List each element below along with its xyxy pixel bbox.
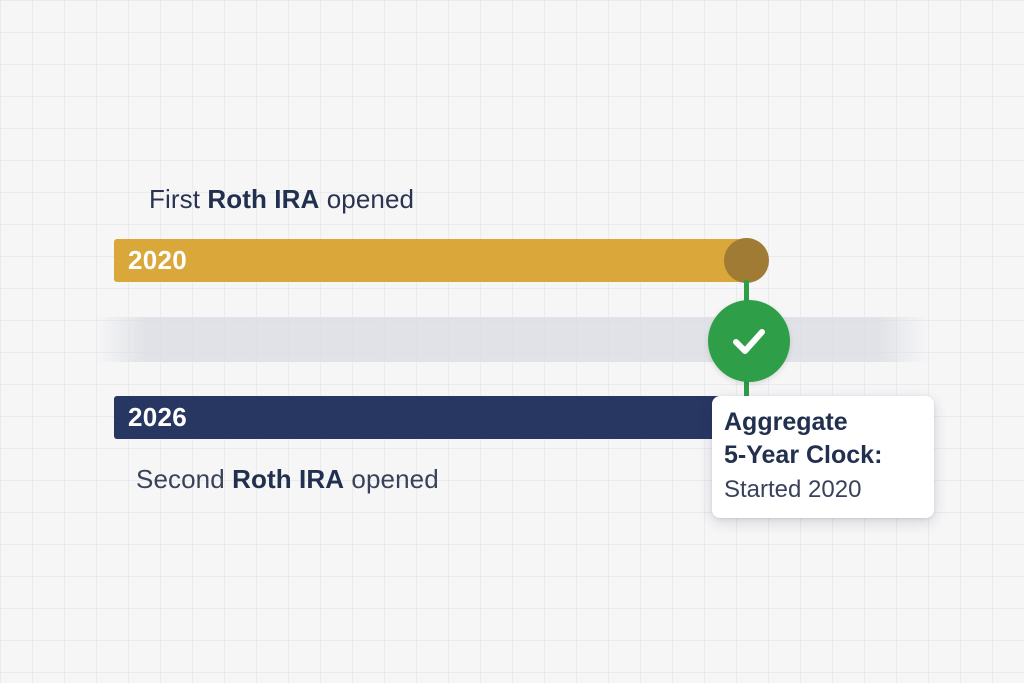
card-title-line1: Aggregate (724, 408, 848, 436)
timeline-band (96, 317, 928, 362)
first-roth-caption: First Roth IRA opened (149, 184, 414, 215)
first-bar-end-dot (724, 238, 769, 283)
check-badge (708, 300, 790, 382)
first-caption-prefix: First (149, 184, 208, 214)
card-status: Started 2020 (724, 476, 862, 503)
first-roth-bar: 2020 (114, 239, 768, 282)
first-roth-year: 2020 (128, 245, 188, 275)
first-caption-suffix: opened (319, 184, 415, 214)
second-roth-caption: Second Roth IRA opened (136, 464, 439, 495)
first-caption-bold: Roth IRA (207, 184, 320, 214)
card-title-line2: 5-Year Clock: (724, 441, 883, 469)
aggregate-clock-card: Aggregate 5-Year Clock: Started 2020 (712, 396, 934, 518)
second-caption-suffix: opened (344, 464, 439, 494)
check-icon (733, 329, 765, 354)
second-roth-year: 2026 (128, 402, 188, 432)
second-caption-bold: Roth IRA (232, 464, 345, 494)
second-roth-bar: 2026 (114, 396, 730, 439)
second-caption-prefix: Second (136, 464, 233, 494)
